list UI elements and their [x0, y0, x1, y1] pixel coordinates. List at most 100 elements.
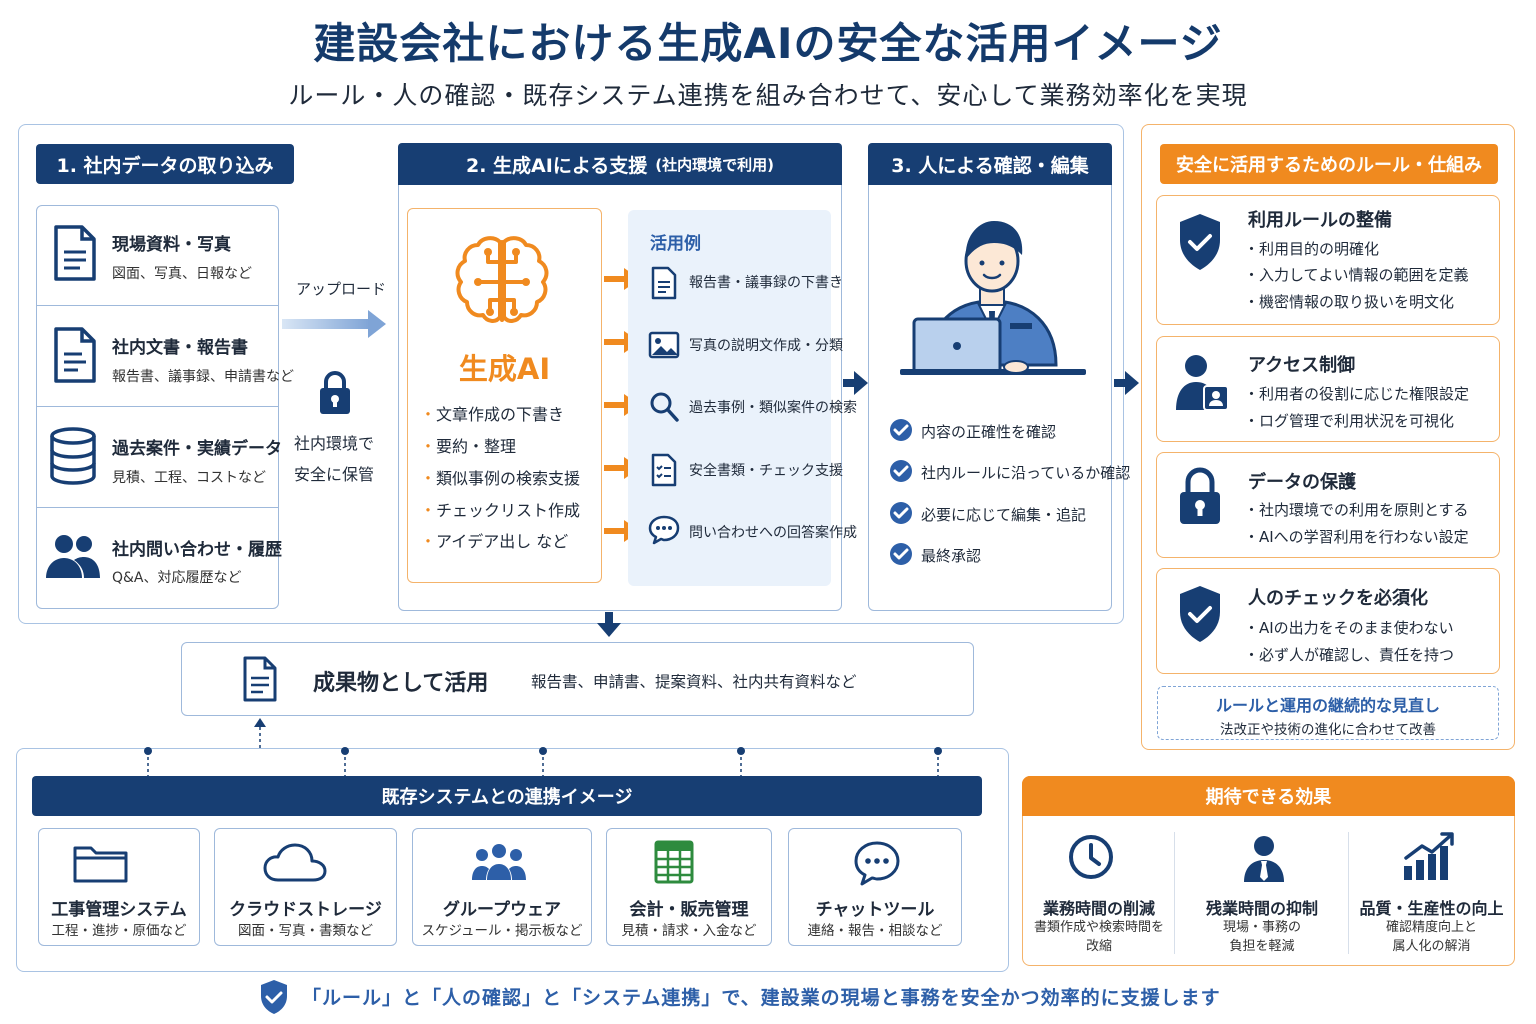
output-sub: 報告書、申請書、提案資料、社内共有資料など	[531, 673, 857, 691]
output-title: 成果物として活用	[313, 671, 489, 696]
document-icon	[54, 225, 96, 281]
person-tie-icon	[1244, 836, 1284, 882]
effect-title: 業務時間の削減	[1042, 899, 1155, 918]
chat-icon	[854, 841, 900, 886]
system-title: 工事管理システム	[51, 900, 187, 920]
checklist-icon	[651, 453, 677, 487]
worker-at-laptop-illustration	[900, 221, 1086, 375]
step3-panel	[868, 143, 1112, 611]
step2-header-note: (社内環境で利用)	[655, 155, 774, 174]
effect-title: 品質・生産性の向上	[1359, 899, 1504, 918]
step1-item-sub: 見積、工程、コストなど	[112, 470, 266, 486]
shield-check-icon	[1180, 214, 1220, 270]
step1-header-label: 1. 社内データの取り込み	[56, 154, 274, 177]
user-badge-icon	[1176, 355, 1229, 411]
systems-header: 既存システムとの連携イメージ	[32, 776, 982, 816]
document-icon	[54, 327, 96, 383]
usecase-label: 報告書・議事録の下書き	[689, 275, 843, 291]
folder-icon	[73, 846, 128, 883]
effects-divider	[1348, 832, 1349, 954]
database-icon	[50, 427, 96, 485]
group-icon	[472, 844, 526, 880]
cloud-icon	[263, 843, 327, 882]
rule-line: ・AIの出力をそのまま使わない	[1244, 619, 1454, 637]
spreadsheet-icon	[654, 840, 694, 884]
usecase-label: 問い合わせへの回答案作成	[689, 525, 857, 541]
rules-header: 安全に活用するためのルール・仕組み	[1160, 144, 1498, 184]
ai-bullet-item: ・アイデア出し など	[420, 532, 569, 551]
growth-chart-icon	[1404, 832, 1454, 880]
step2-header-label: 2. 生成AIによる支援	[466, 154, 648, 177]
rule-line: ・利用目的の明確化	[1244, 240, 1380, 258]
brain-icon	[455, 236, 549, 323]
step1-item-sub: Q&A、対応履歴など	[112, 570, 242, 586]
ai-bullet-text: 要約・整理	[436, 437, 517, 456]
image-icon	[648, 331, 680, 359]
effect-sub: 書類作成や検索時間を	[1033, 920, 1164, 935]
review-box	[1157, 686, 1499, 740]
rule-line: ・ログ管理で利用状況を可視化	[1244, 412, 1455, 430]
check-circle-icon	[890, 502, 912, 524]
step1-item-title: 社内問い合わせ・履歴	[112, 540, 282, 560]
effect-sub: 確認精度向上と	[1385, 920, 1477, 935]
shield-check-icon	[1180, 586, 1220, 642]
rules-header-label: 安全に活用するためのルール・仕組み	[1176, 155, 1482, 176]
upload-arrow	[282, 310, 386, 338]
systems-header-label: 既存システムとの連携イメージ	[381, 787, 633, 808]
connector-lines	[144, 747, 942, 779]
step1-header: 1. 社内データの取り込み	[36, 144, 294, 184]
ai-bullet-text: チェックリスト作成	[436, 501, 581, 520]
step1-item-title: 現場資料・写真	[112, 235, 231, 255]
system-sub: 見積・請求・入金など	[621, 923, 757, 939]
rule-card	[1156, 195, 1500, 325]
check-item: 社内ルールに沿っているか確認	[921, 464, 1131, 482]
secure-label: 安全に保管	[294, 465, 375, 484]
rule-card	[1156, 336, 1500, 442]
system-title: グループウェア	[443, 900, 561, 920]
check-circle-icon	[890, 543, 912, 565]
ai-label: 生成AI	[458, 352, 551, 386]
effect-sub: 現場・事務の	[1222, 920, 1301, 935]
review-title: ルールと運用の継続的な見直し	[1215, 696, 1440, 715]
check-circle-icon	[890, 419, 912, 441]
flow-arrow	[1114, 371, 1139, 395]
rule-title: 人のチェックを必須化	[1248, 588, 1428, 609]
effect-title: 残業時間の抑制	[1205, 899, 1318, 918]
users-icon	[46, 535, 100, 578]
clock-icon	[1069, 835, 1113, 879]
rule-line: ・利用者の役割に応じた権限設定	[1244, 385, 1470, 403]
usecase-label: 過去事例・類似案件の検索	[689, 400, 857, 416]
rules-frame	[1141, 124, 1515, 750]
effects-divider	[1174, 832, 1175, 954]
rule-line: ・入力してよい情報の範囲を定義	[1244, 266, 1469, 284]
rule-card	[1156, 568, 1500, 674]
page-subtitle: ルール・人の確認・既存システム連携を組み合わせて、安心して業務効率化を実現	[288, 81, 1248, 110]
step1-item-sub: 報告書、議事録、申請書など	[112, 369, 294, 385]
effects-header-label: 期待できる効果	[1205, 787, 1332, 808]
check-item: 最終承認	[921, 547, 982, 565]
usecase-label: 写真の説明文作成・分類	[689, 338, 843, 354]
lock-icon	[1180, 467, 1220, 524]
page-title: 建設会社における生成AIの安全な活用イメージ	[313, 19, 1223, 68]
effect-sub: 属人化の解消	[1392, 939, 1471, 954]
usecase-title: 活用例	[650, 234, 701, 254]
secure-label: 社内環境で	[294, 434, 375, 453]
chat-icon	[648, 515, 680, 545]
system-title: クラウドストレージ	[229, 900, 382, 920]
step3-header: 3. 人による確認・編集	[868, 143, 1112, 185]
ai-bullet-item: ・類似事例の検索支援	[420, 469, 581, 488]
upload-label: アップロード	[296, 280, 387, 298]
workflow-frame	[18, 124, 1124, 624]
check-item: 必要に応じて編集・追記	[921, 506, 1087, 524]
ai-bullet-text: 類似事例の検索支援	[436, 469, 581, 488]
rule-title: データの保護	[1248, 472, 1356, 493]
system-title: 会計・販売管理	[629, 900, 749, 920]
step2-header: 2. 生成AIによる支援 (社内環境で利用)	[398, 143, 842, 185]
system-card	[38, 828, 200, 946]
rule-line: ・機密情報の取り扱いを明文化	[1244, 293, 1455, 311]
ai-bullet-text: アイデア出し など	[436, 532, 569, 551]
flow-arrow-down	[597, 612, 621, 637]
usecase-label: 安全書類・チェック支援	[689, 463, 843, 479]
search-icon	[650, 392, 679, 422]
lock-icon	[320, 371, 350, 414]
